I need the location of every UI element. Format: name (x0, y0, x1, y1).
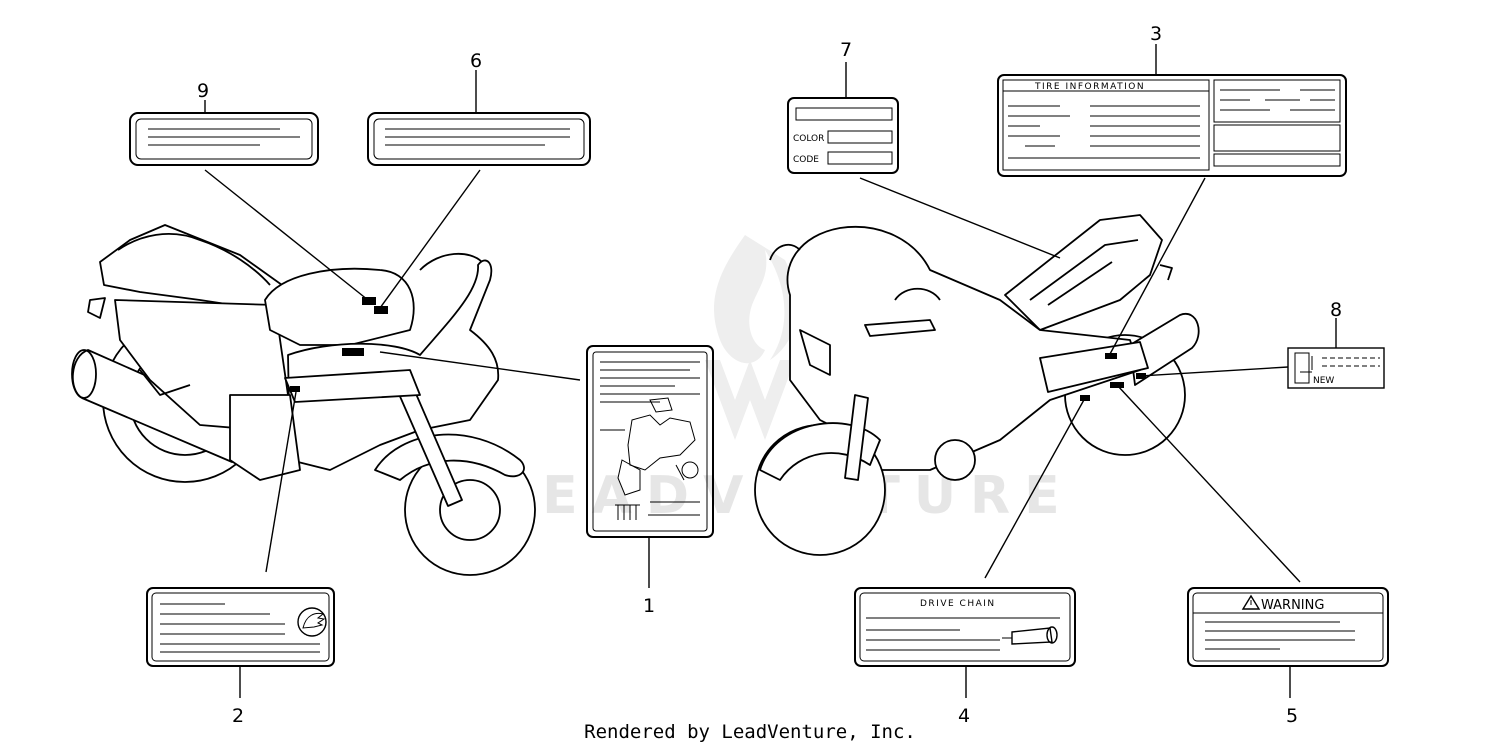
callout-5: 5 (1286, 705, 1298, 727)
part-2-honda-label[interactable] (146, 587, 335, 667)
callout-3: 3 (1150, 23, 1162, 45)
right-side-plate (1039, 341, 1149, 393)
new-label-text: NEW (1313, 376, 1334, 386)
part-3-tire-information-label[interactable]: TIRE INFORMATION (997, 74, 1347, 177)
part-9-label[interactable] (129, 112, 319, 166)
left-motorcycle (71, 224, 536, 576)
label-mark-1 (342, 348, 364, 356)
part-1-emission-label[interactable] (586, 345, 714, 538)
left-fuel-tank (264, 267, 415, 346)
callout-6: 6 (470, 50, 482, 72)
label-mark-2 (290, 386, 300, 392)
part-5-warning-label[interactable]: WARNING (1187, 587, 1389, 667)
callout-4: 4 (958, 705, 970, 727)
label-mark-3 (1105, 353, 1117, 359)
callout-7: 7 (840, 39, 852, 61)
left-frame-bar (284, 369, 421, 403)
part-6-label[interactable] (367, 112, 591, 166)
part-4-drive-chain-label[interactable]: DRIVE CHAIN (854, 587, 1076, 667)
left-fairing (287, 259, 500, 471)
callout-2: 2 (232, 705, 244, 727)
callout-numbers: 1 2 3 4 5 6 7 8 9 (197, 23, 1342, 727)
right-fairing (786, 226, 1141, 471)
right-rear-rack (1004, 214, 1163, 331)
tire-information-header: TIRE INFORMATION (1034, 82, 1145, 92)
left-engine (229, 394, 301, 481)
leader-lines (204, 44, 1337, 698)
chain-lube-can-icon (1002, 626, 1058, 645)
drive-chain-title: DRIVE CHAIN (920, 599, 996, 609)
label-mark-9 (362, 297, 376, 305)
warning-title: WARNING (1261, 598, 1324, 613)
engine-schematic-icon (615, 397, 700, 520)
honda-wing-icon (297, 607, 327, 637)
part-7-color-code-label[interactable]: COLOR CODE (787, 97, 899, 174)
callout-9: 9 (197, 80, 209, 102)
callout-8: 8 (1330, 299, 1342, 321)
warning-triangle-icon (1241, 594, 1261, 610)
footer-credit: Rendered by LeadVenture, Inc. (584, 721, 916, 743)
color-label: COLOR (793, 134, 824, 144)
callout-1: 1 (643, 595, 655, 617)
code-label: CODE (793, 155, 819, 165)
label-mark-6 (374, 306, 388, 314)
leadventure-flame-icon (705, 235, 797, 440)
part-8-new-label[interactable]: NEW (1287, 347, 1385, 389)
